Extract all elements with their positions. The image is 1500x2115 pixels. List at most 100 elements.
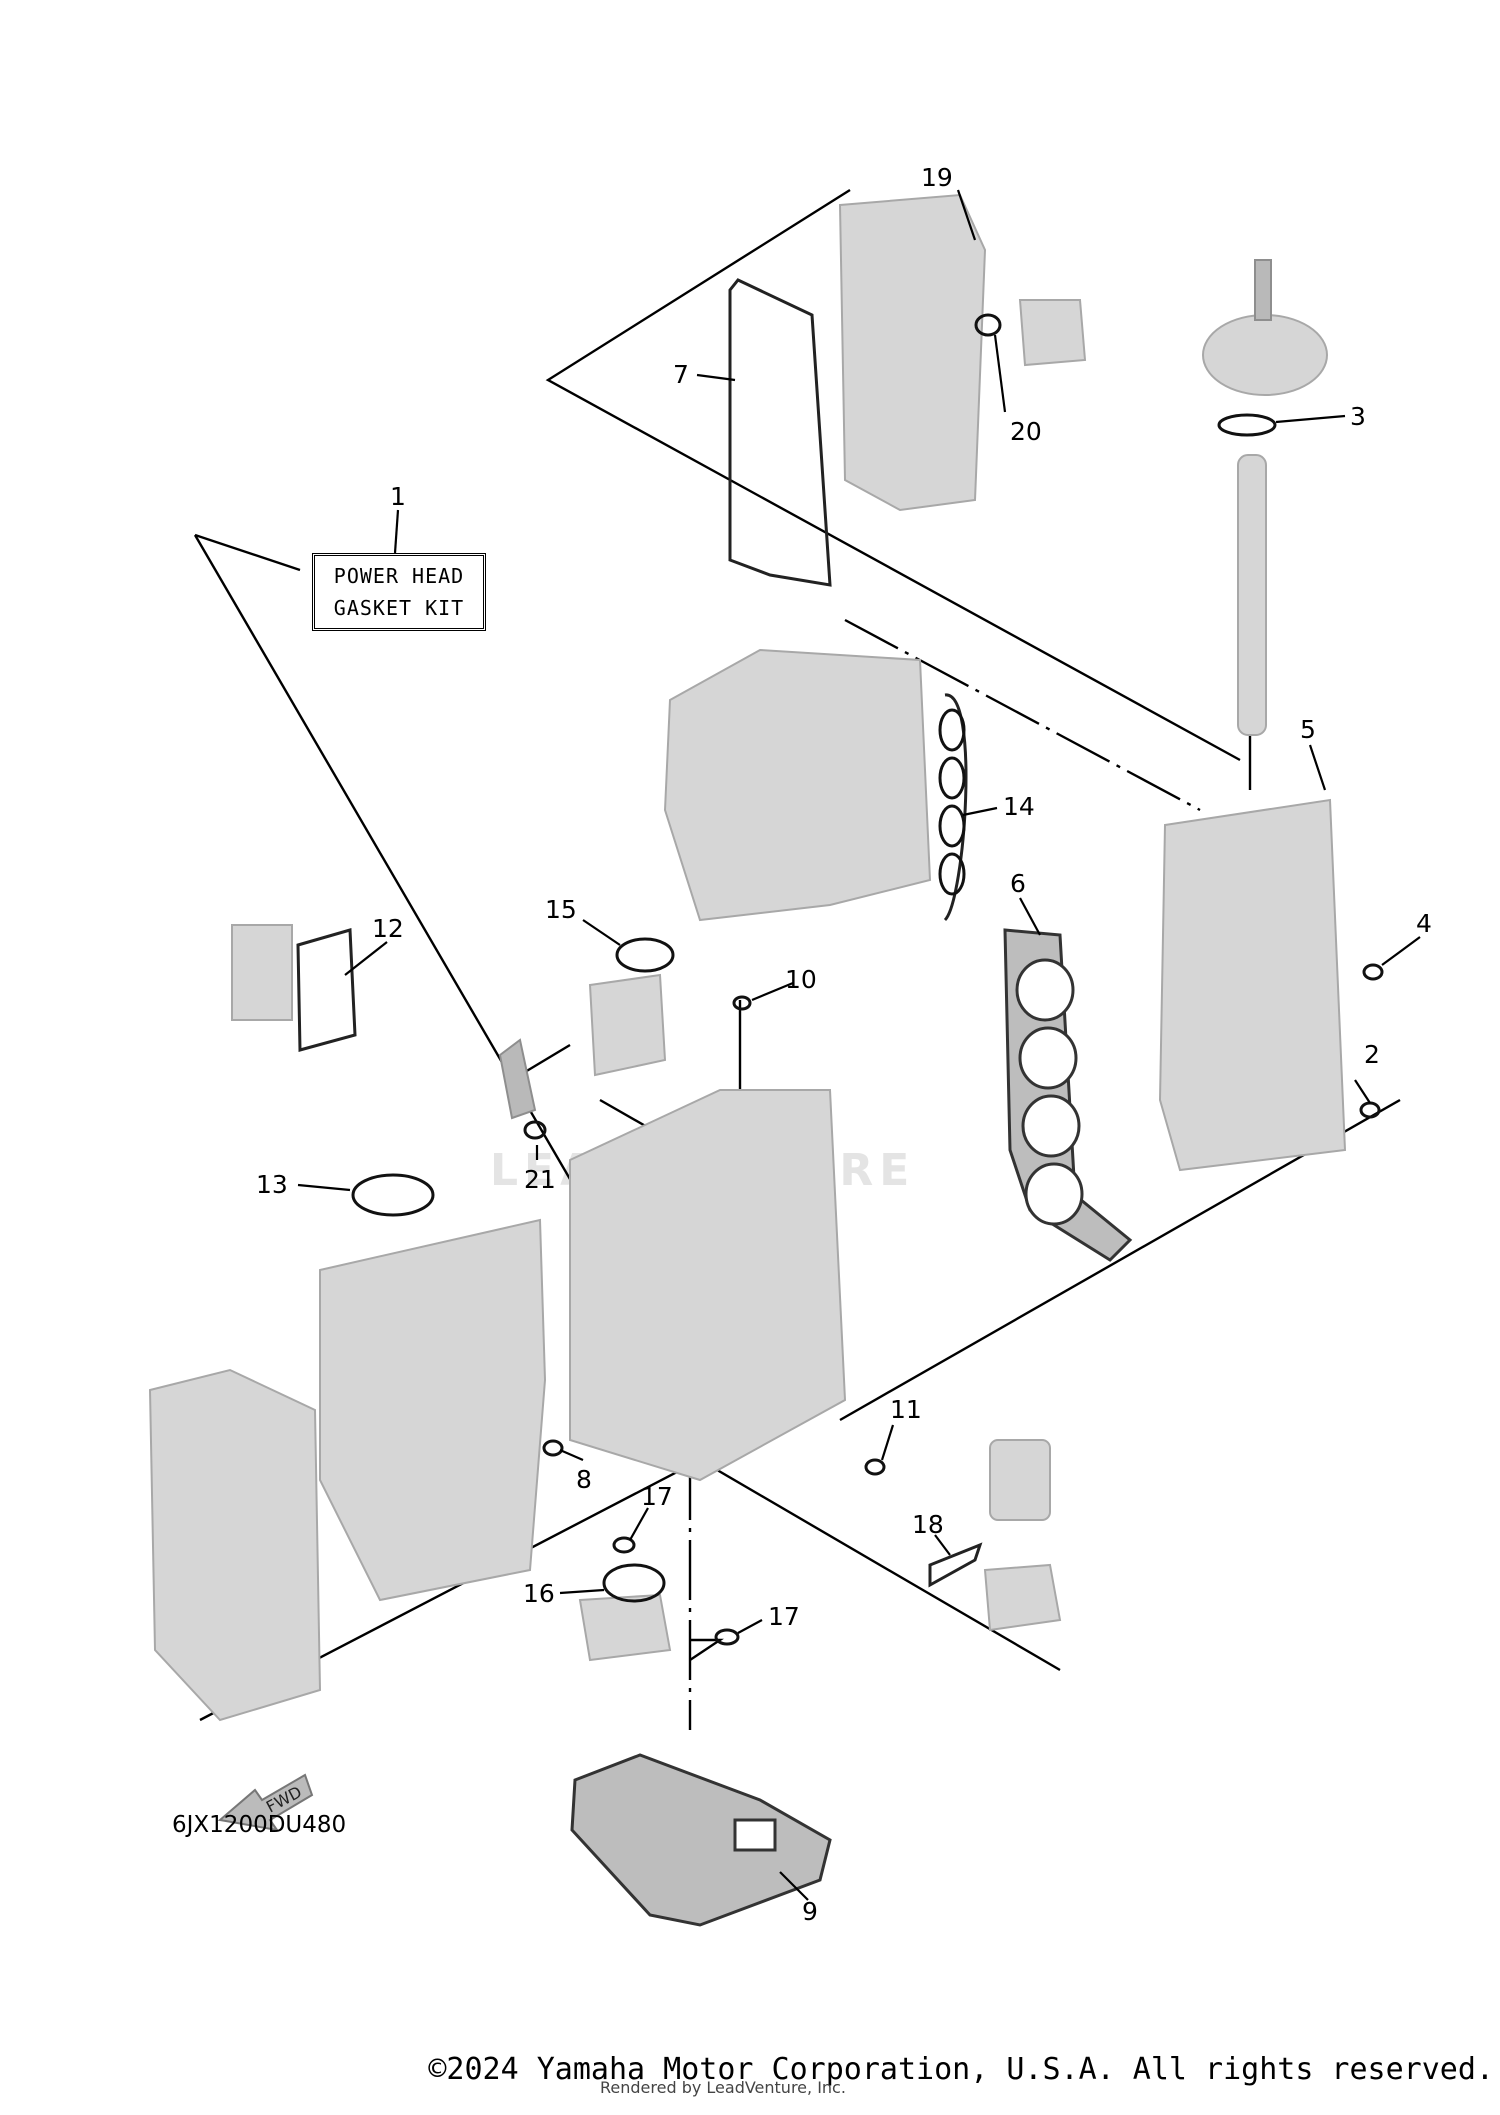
callout-6: 6 <box>1010 869 1026 898</box>
callout-15: 15 <box>545 895 577 924</box>
leader-lines <box>297 189 1421 1901</box>
oring-17b <box>714 1628 740 1646</box>
oring-17a <box>612 1536 636 1554</box>
callout-14: 14 <box>1003 792 1035 821</box>
gaskets-and-orings <box>296 278 1384 1927</box>
head-gasket-bore-3 <box>1021 1094 1081 1158</box>
callout-9: 9 <box>802 1897 818 1926</box>
leader-15 <box>582 919 621 946</box>
leader-8 <box>559 1448 584 1462</box>
oring-11 <box>864 1458 886 1476</box>
cam-pulley <box>1202 314 1328 396</box>
leader-9 <box>779 1871 809 1901</box>
rocker-cover-gasket-7 <box>728 278 832 587</box>
callout-17-lower: 17 <box>768 1602 800 1631</box>
diagram-code: 6JX1200DU480 <box>172 1812 347 1838</box>
head-gasket-bore-2 <box>1018 1026 1078 1090</box>
callout-7: 7 <box>673 360 689 389</box>
parts-illustrations <box>148 193 1347 1722</box>
seal-13 <box>351 1173 435 1217</box>
leader-10 <box>751 981 794 1002</box>
callout-18: 18 <box>912 1510 944 1539</box>
guide-line-sensor-2 <box>519 1043 571 1077</box>
guide-line-pump <box>689 1638 724 1661</box>
oring-8 <box>542 1439 564 1457</box>
callout-16: 16 <box>523 1579 555 1608</box>
oring-20 <box>974 313 1002 337</box>
rocker-cover <box>838 193 987 512</box>
callout-13: 13 <box>256 1170 288 1199</box>
leader-13 <box>297 1183 351 1192</box>
power-head-gasket-kit-label: POWER HEAD GASKET KIT <box>312 553 486 631</box>
base-gasket-opening <box>733 1818 777 1852</box>
leader-6 <box>1019 897 1041 936</box>
leader-16 <box>559 1588 605 1595</box>
oil-filter <box>989 1439 1051 1521</box>
guide-line-top <box>545 188 1241 762</box>
kit-label-line-2: GASKET KIT <box>333 596 465 620</box>
leader-14 <box>962 806 998 817</box>
leader-17b <box>737 1619 763 1634</box>
camshaft <box>1237 454 1267 736</box>
small-cover <box>231 924 293 1021</box>
ignition-coil <box>1018 299 1087 367</box>
oring-10 <box>732 995 752 1011</box>
guide-line-cover <box>193 534 622 1266</box>
cylinder-head <box>1158 798 1347 1172</box>
callout-10: 10 <box>785 965 817 994</box>
base-gasket-9 <box>570 1753 832 1927</box>
callout-20: 20 <box>1010 417 1042 446</box>
callout-19: 19 <box>921 163 953 192</box>
callout-3: 3 <box>1350 402 1366 431</box>
leader-17a <box>629 1507 649 1541</box>
head-gasket-bore-1 <box>1015 958 1075 1022</box>
callout-1: 1 <box>390 482 406 511</box>
leader-5 <box>1308 744 1327 791</box>
oring-3 <box>1217 413 1277 437</box>
callout-4: 4 <box>1416 909 1432 938</box>
oil-filter-bracket <box>983 1563 1062 1632</box>
kit-label-line-1: POWER HEAD <box>333 564 465 588</box>
render-credit: Rendered by LeadVenture, Inc. <box>600 2078 846 2097</box>
fwd-arrow-icon <box>217 1773 314 1832</box>
manifold-gasket-14 <box>943 693 968 922</box>
leader-3 <box>1275 414 1346 424</box>
water-pump-housing <box>578 1593 672 1662</box>
leader-1 <box>393 509 400 554</box>
cylinder-block <box>569 1089 847 1482</box>
oring-15 <box>615 937 675 973</box>
leader-20 <box>993 334 1007 413</box>
manifold-port-1 <box>938 708 966 752</box>
leader-11 <box>880 1424 895 1461</box>
gasket-18 <box>928 1542 983 1588</box>
crankcase <box>148 1368 322 1722</box>
callout-17-upper: 17 <box>641 1482 673 1511</box>
leader-2 <box>1354 1079 1371 1104</box>
crankshaft <box>319 1218 547 1602</box>
callout-11: 11 <box>890 1395 922 1424</box>
intake-manifold <box>663 648 932 922</box>
sensor <box>498 1038 537 1120</box>
leader-7 <box>696 373 736 382</box>
guide-line-cover-stub <box>194 533 301 572</box>
callout-numbers: 1 2 3 4 5 6 7 8 9 10 11 12 13 14 15 16 1… <box>256 163 1432 1926</box>
oring-2 <box>1359 1101 1381 1119</box>
callout-21: 21 <box>524 1165 556 1194</box>
head-gasket-bore-4 <box>1024 1162 1084 1226</box>
pulley-bolt <box>1254 259 1272 321</box>
manifold-port-3 <box>938 804 966 848</box>
leader-18 <box>934 1534 951 1556</box>
oring-4 <box>1362 963 1384 981</box>
cover-gasket-12 <box>296 928 357 1052</box>
leader-19 <box>956 189 977 241</box>
seal-16 <box>602 1563 666 1603</box>
guide-line-manifold <box>844 618 1201 812</box>
manifold-port-2 <box>938 756 966 800</box>
leader-4 <box>1381 936 1421 966</box>
callout-2: 2 <box>1364 1040 1380 1069</box>
callout-12: 12 <box>372 914 404 943</box>
callout-8: 8 <box>576 1465 592 1494</box>
oring-21 <box>523 1120 547 1140</box>
